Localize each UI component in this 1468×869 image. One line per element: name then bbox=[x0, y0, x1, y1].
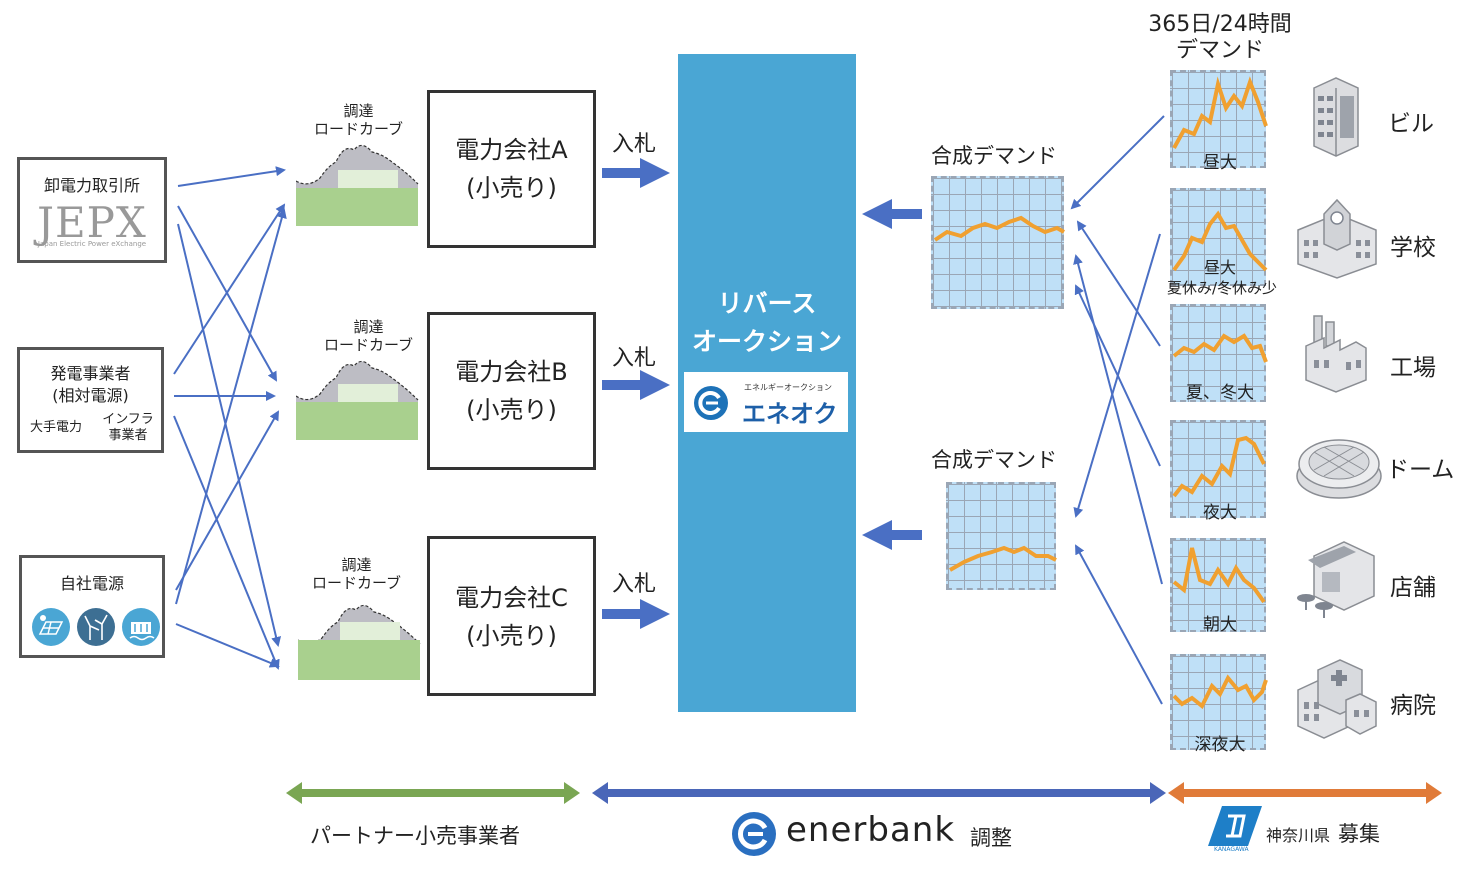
school-icon bbox=[1294, 196, 1380, 280]
hydro-icon bbox=[122, 608, 160, 646]
generators-box: 発電事業者 (相対電源) 大手電力 インフラ 事業者 bbox=[17, 347, 164, 453]
reverse-auction-panel: リバース オークション エネルギーオークション エネオク bbox=[678, 54, 856, 712]
bid-label-c: 入札 bbox=[612, 572, 657, 597]
eneoku-logo-small: エネルギーオークション bbox=[744, 383, 832, 392]
own-power-title: 自社電源 bbox=[59, 574, 124, 593]
pattern-label-2-school: 夏休み/冬休み少 bbox=[1166, 279, 1278, 297]
combined-demand-label-2: 合成デマンド bbox=[931, 448, 1057, 472]
procurement-curve-b: 調達 ロードカーブ bbox=[296, 314, 421, 444]
eneoku-logo-main: エネオク bbox=[742, 400, 838, 428]
own-power-box: 自社電源 bbox=[19, 555, 165, 658]
facility-name-factory: 工場 bbox=[1390, 355, 1436, 381]
company-a-name: 電力会社A bbox=[455, 136, 568, 164]
pattern-label: 夏、冬大 bbox=[1186, 383, 1254, 403]
company-c-box: 電力会社C (小売り) bbox=[427, 536, 596, 696]
bid-label-b: 入札 bbox=[612, 346, 657, 371]
load-curve-graphic bbox=[298, 604, 421, 680]
demand-header-2: デマンド bbox=[1175, 38, 1264, 63]
facility-name-hospital: 病院 bbox=[1390, 693, 1436, 719]
pattern-label: 夜大 bbox=[1203, 503, 1237, 523]
procurement-curve-c: 調達 ロードカーブ bbox=[298, 552, 423, 684]
kanagawa-logo-sub: KANAGAWA bbox=[1214, 846, 1249, 853]
pattern-label: 深夜大 bbox=[1194, 735, 1246, 755]
pattern-label: 昼大 bbox=[1203, 153, 1237, 173]
generators-sub-right-1: インフラ bbox=[102, 412, 154, 427]
kanagawa-label: 神奈川県 bbox=[1266, 826, 1331, 845]
load-curve-graphic bbox=[296, 144, 419, 226]
jepx-box: 卸電力取引所 JEPX Japan Electric Power eXchang… bbox=[17, 157, 167, 263]
auction-title-1: リバース bbox=[717, 289, 817, 318]
load-curve-graphic bbox=[296, 360, 419, 440]
enerbank-wordmark: enerbank bbox=[786, 810, 956, 850]
procurement-curve-a: 調達 ロードカーブ bbox=[296, 96, 421, 231]
partner-label: パートナー小売事業者 bbox=[310, 824, 520, 848]
jepx-logo: JEPX bbox=[37, 198, 147, 247]
jepx-title: 卸電力取引所 bbox=[43, 176, 140, 195]
company-c-name: 電力会社C bbox=[455, 584, 568, 612]
facility-chart-school: 昼大 bbox=[1170, 188, 1268, 286]
wind-turbine-icon bbox=[77, 608, 115, 646]
procurement-label-1: 調達 bbox=[343, 102, 374, 120]
company-a-box: 電力会社A (小売り) bbox=[427, 90, 596, 248]
office-building-icon bbox=[1306, 74, 1366, 158]
procurement-label-2: ロードカーブ bbox=[323, 336, 414, 354]
generators-sub-left: 大手電力 bbox=[30, 420, 83, 435]
eneoku-logo: エネルギーオークション エネオク bbox=[684, 372, 848, 432]
generators-title-1: 発電事業者 bbox=[50, 364, 131, 383]
facility-chart-building: 昼大 bbox=[1170, 70, 1268, 173]
factory-icon bbox=[1300, 310, 1372, 394]
company-c-type: (小売り) bbox=[466, 622, 557, 650]
facility-chart-hospital: 深夜大 bbox=[1170, 654, 1268, 755]
eneoku-logo-mark-icon bbox=[694, 386, 728, 420]
company-a-type: (小売り) bbox=[466, 174, 557, 202]
company-b-box: 電力会社B (小売り) bbox=[427, 312, 596, 470]
facility-chart-store: 朝大 bbox=[1170, 538, 1266, 635]
facility-chart-factory: 夏、冬大 bbox=[1170, 304, 1268, 403]
generators-sub-right-2: 事業者 bbox=[108, 428, 148, 443]
dome-icon bbox=[1294, 432, 1384, 502]
facility-name-school: 学校 bbox=[1390, 235, 1436, 261]
procurement-label-2: ロードカーブ bbox=[313, 120, 404, 138]
generators-title-2: (相対電源) bbox=[52, 386, 129, 405]
facility-name-dome: ドーム bbox=[1386, 457, 1455, 483]
hospital-icon bbox=[1294, 656, 1380, 740]
kanagawa-logo-icon: KANAGAWA bbox=[1208, 806, 1262, 854]
company-b-name: 電力会社B bbox=[455, 358, 568, 386]
pattern-label: 昼大 bbox=[1203, 258, 1236, 277]
jepx-logo-sub: Japan Electric Power eXchange bbox=[37, 240, 147, 248]
demand-header-1: 365日/24時間 bbox=[1148, 12, 1292, 37]
procurement-label-2: ロードカーブ bbox=[311, 574, 402, 592]
bid-label-a: 入札 bbox=[612, 132, 657, 157]
procurement-label-1: 調達 bbox=[341, 556, 372, 574]
pattern-label: 朝大 bbox=[1203, 615, 1237, 635]
procurement-label-1: 調達 bbox=[353, 318, 384, 336]
combined-demand-chart-2 bbox=[946, 482, 1057, 590]
auction-title-2: オークション bbox=[691, 327, 842, 356]
facility-chart-dome: 夜大 bbox=[1170, 420, 1266, 523]
recruit-label: 募集 bbox=[1338, 822, 1380, 846]
solar-icon bbox=[32, 608, 70, 646]
combined-demand-label-1: 合成デマンド bbox=[931, 144, 1057, 168]
facility-name-building: ビル bbox=[1388, 111, 1434, 137]
facility-name-store: 店舗 bbox=[1390, 575, 1436, 601]
company-b-type: (小売り) bbox=[466, 396, 557, 424]
combined-demand-chart-1 bbox=[931, 176, 1065, 309]
store-icon bbox=[1294, 536, 1380, 622]
enerbank-logo-icon bbox=[732, 812, 776, 856]
adjust-label: 調整 bbox=[970, 826, 1012, 850]
